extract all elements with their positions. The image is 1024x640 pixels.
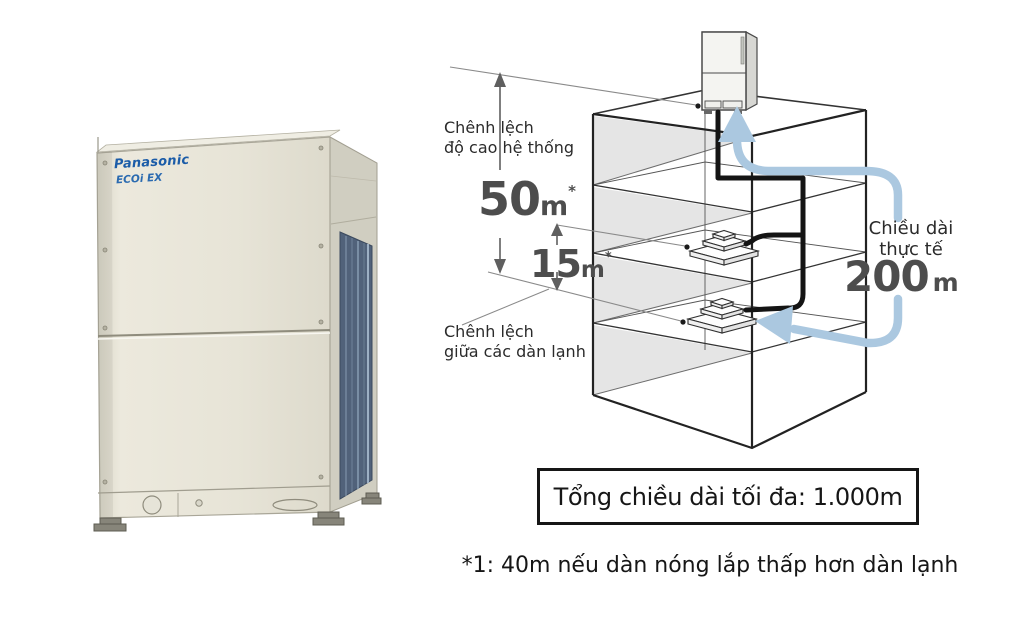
floor-slab-shading	[593, 116, 752, 395]
label-actual-length: Chiều dài thực tế	[868, 218, 954, 260]
unit-panel-seam	[97, 329, 331, 337]
footnote: *1: 40m nếu dàn nóng lắp thấp hơn dàn lạ…	[461, 553, 959, 578]
unit-pipe-knockout	[142, 495, 162, 515]
rooftop-outdoor-unit	[701, 30, 758, 114]
building-wireframe	[591, 89, 868, 450]
route-arrowhead-up	[718, 106, 756, 142]
dimension-200m: 200 m	[844, 252, 959, 301]
panel-screws	[102, 145, 324, 485]
total-length-box: Tổng chiều dài tối đa: 1.000m	[537, 468, 919, 525]
route-arrowhead-left	[755, 306, 793, 344]
outdoor-unit-product	[93, 129, 382, 532]
unit-feet	[93, 492, 382, 532]
unit-handle-recess	[272, 498, 318, 512]
label-system-height: Chênh lệch độ cao hệ thống	[444, 118, 575, 157]
unit-top-face	[95, 129, 341, 153]
pipe-route-arrow	[718, 106, 903, 348]
indoor-cassette-unit-2	[687, 297, 757, 334]
dimension-15m: 15 m *	[530, 242, 612, 286]
unit-front-panel	[96, 136, 331, 519]
dimension-lines	[449, 66, 701, 326]
dimension-50m: 50 m *	[478, 172, 577, 226]
label-indoor-units-diff: Chênh lệch giữa các dàn lạnh	[444, 322, 586, 361]
